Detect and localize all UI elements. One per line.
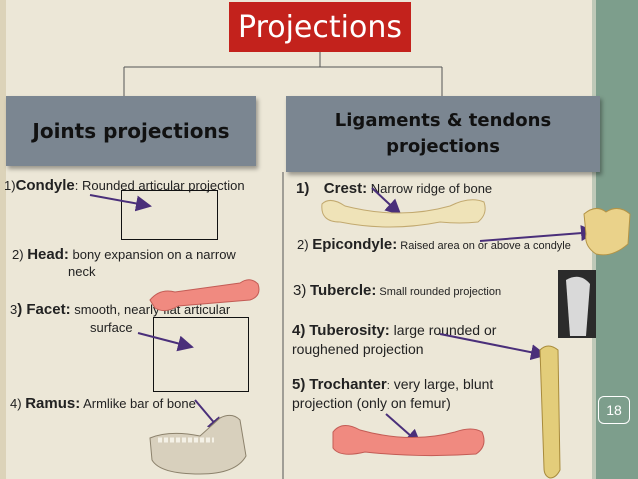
facet-item: 3) Facet: smooth, nearly flat articular [10, 301, 231, 318]
crest-desc: Narrow ridge of bone [367, 181, 493, 196]
ramus-term: Ramus: [25, 395, 81, 412]
epicondyle-term: Epicondyle: [312, 236, 398, 253]
trochanter-bone-illustration [332, 425, 485, 457]
tuberosity-arrow [439, 333, 547, 361]
femur-illustration [539, 345, 561, 479]
head-bone-illustration [149, 279, 260, 312]
facet-desc: smooth, nearly flat articular [70, 302, 231, 317]
epicondyle-arrow [479, 225, 597, 242]
ramus-desc: Armlike bar of bone [80, 396, 196, 411]
tubercle-desc: Small rounded projection [376, 286, 502, 298]
condyle-arrow [89, 194, 152, 212]
tuberosity-term: Tuberosity: [309, 322, 390, 339]
head-desc-line2: neck [68, 264, 96, 279]
facet-term: ) Facet: [17, 301, 71, 318]
joints-heading-text: Joints projections [32, 119, 230, 143]
tuberosity-item: 4) Tuberosity: large rounded or [292, 322, 497, 339]
condyle-image-frame [121, 190, 218, 240]
tubercle-item: 3) Tubercle: Small rounded projection [293, 282, 502, 299]
joints-heading: Joints projections [6, 96, 256, 166]
epicondyle-item: 2) Epicondyle: Raised area on or above a… [297, 236, 571, 253]
ligaments-heading-line1: Ligaments & tendons [334, 110, 552, 131]
ramus-item: 4) Ramus: Armlike bar of bone [10, 395, 196, 412]
trochanter-desc: very large, blunt [389, 376, 494, 392]
trochanter-term: Trochanter [309, 376, 387, 393]
facet-desc-line2: surface [90, 320, 133, 335]
epicondyle-bone-illustration [583, 208, 631, 256]
facet-arrow [137, 332, 194, 352]
condyle-item: 1)Condyle: Rounded articular projection [4, 177, 245, 194]
epicondyle-desc: Raised area on or above a condyle [397, 240, 571, 252]
tuberosity-desc: large rounded or [389, 322, 497, 338]
left-stripe [0, 0, 6, 479]
page-title: Projections [229, 2, 411, 52]
tubercle-xray-illustration [558, 270, 596, 338]
condyle-term: Condyle [15, 177, 75, 194]
jaw-illustration [149, 414, 247, 475]
head-desc: bony expansion on a narrow [68, 247, 236, 262]
crest-term: Crest: [323, 180, 368, 197]
head-term: Head: [27, 246, 69, 263]
trochanter-desc-line2: projection (only on femur) [292, 395, 451, 411]
crest-bone-illustration [321, 199, 486, 228]
crest-item: 1) Crest: Narrow ridge of bone [296, 180, 493, 197]
crest-arrow [371, 187, 402, 216]
trochanter-item: 5) Trochanter: very large, blunt [292, 376, 494, 393]
head-item: 2) Head: bony expansion on a narrow [12, 246, 236, 263]
condyle-desc: Rounded articular projection [78, 178, 245, 193]
ligaments-heading: Ligaments & tendons projections [286, 96, 600, 172]
tuberosity-desc-line2: roughened projection [292, 341, 424, 357]
facet-image-frame [153, 317, 249, 392]
page-number: 18 [598, 396, 630, 424]
tubercle-term: Tubercle: [309, 282, 377, 299]
ligaments-heading-line2: projections [386, 136, 500, 157]
